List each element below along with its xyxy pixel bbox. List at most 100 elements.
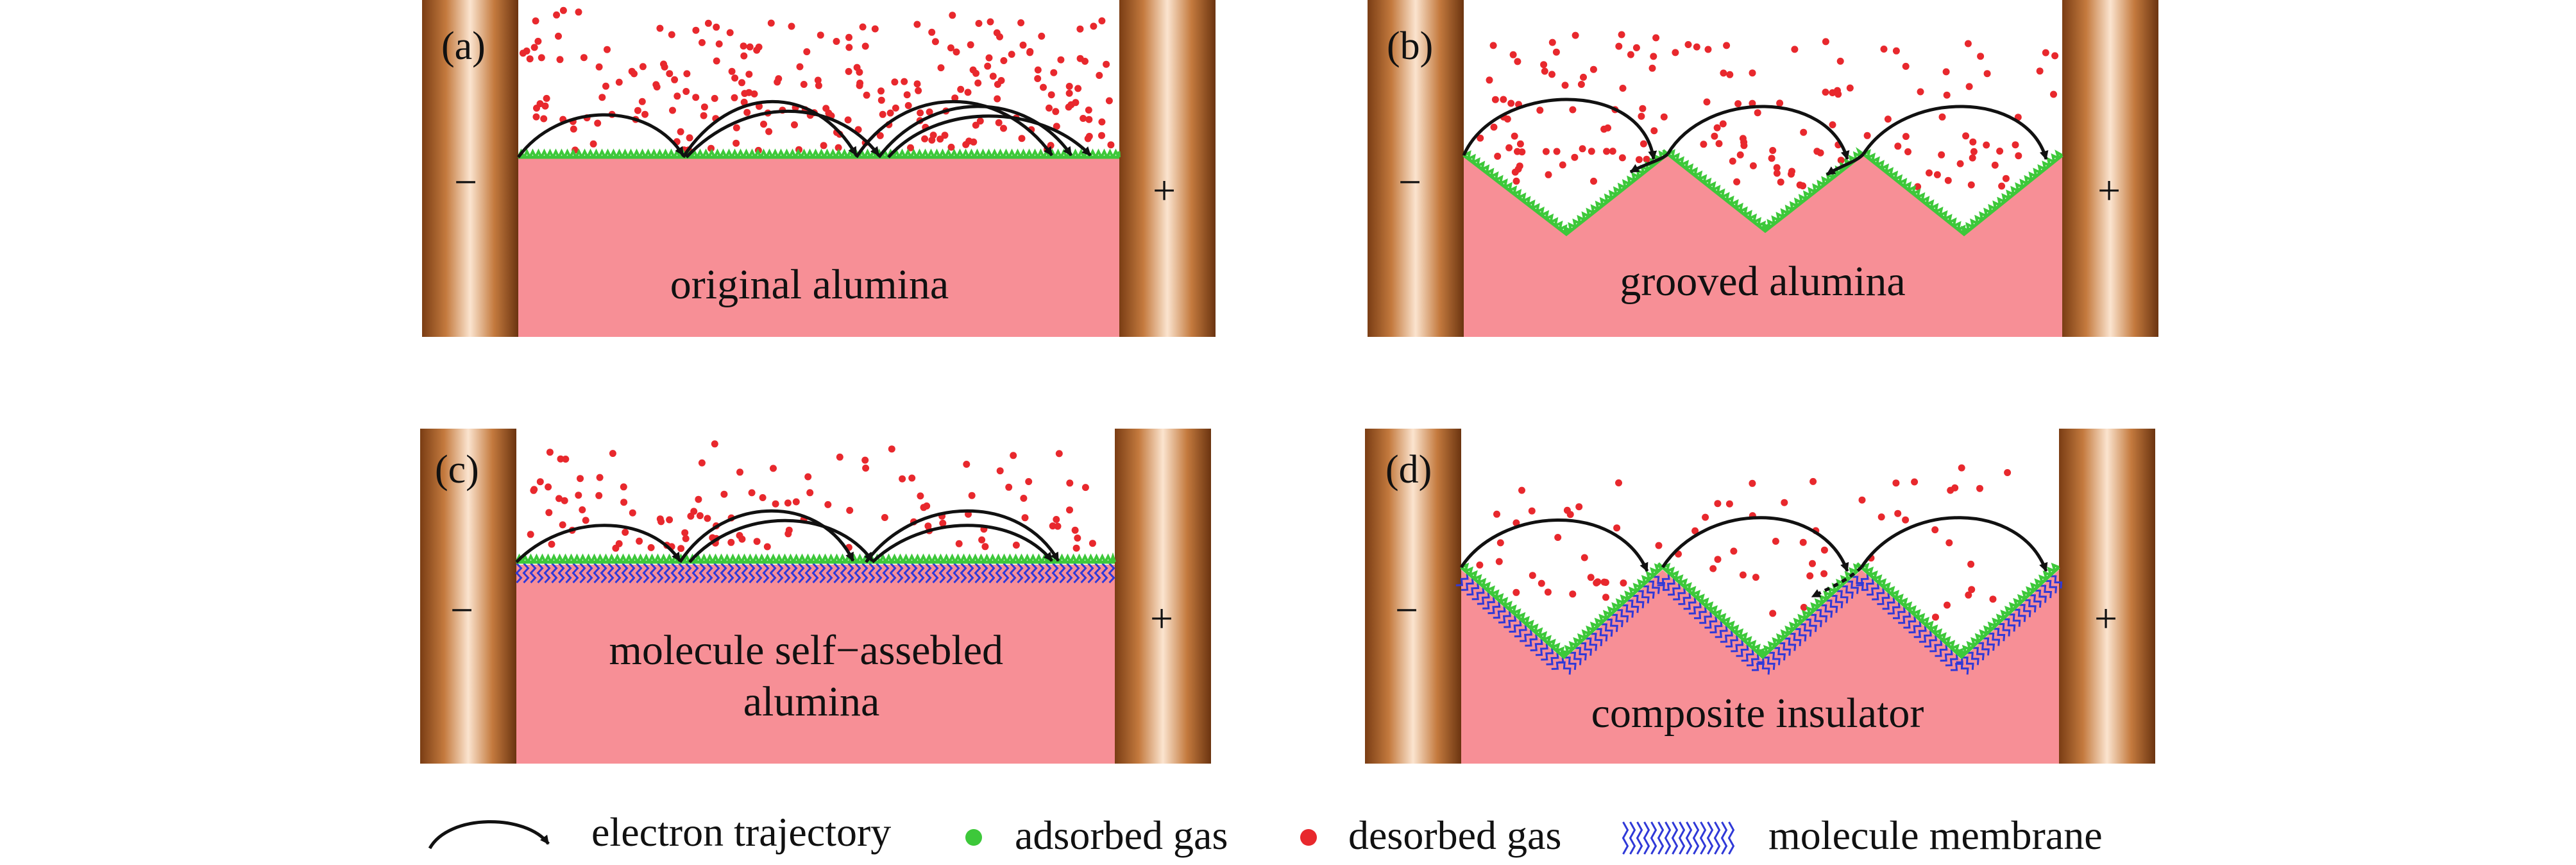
membrane-molecule xyxy=(776,562,784,584)
desorbed-gas-molecule xyxy=(936,135,944,143)
desorbed-gas-molecule xyxy=(720,490,728,498)
desorbed-gas-molecule xyxy=(726,29,734,37)
desorbed-gas-molecule xyxy=(791,121,798,128)
desorbed-gas-molecule xyxy=(995,119,1003,126)
desorbed-gas-molecule xyxy=(1835,90,1842,98)
desorbed-gas-legend-dot xyxy=(1300,829,1317,846)
desorbed-gas-molecule xyxy=(1904,148,1911,155)
membrane-molecule xyxy=(1945,653,1958,667)
desorbed-gas-molecule xyxy=(923,502,931,510)
desorbed-gas-molecule xyxy=(924,522,932,530)
desorbed-gas-molecule xyxy=(1968,586,1976,594)
desorbed-gas-molecule xyxy=(753,46,761,54)
desorbed-gas-molecule xyxy=(856,69,863,76)
membrane-molecule xyxy=(1600,623,1613,637)
desorbed-gas-molecule xyxy=(1958,464,1965,472)
desorbed-gas-molecule xyxy=(774,78,781,86)
desorbed-gas-molecule xyxy=(1730,547,1738,555)
desorbed-gas-molecule xyxy=(1965,83,1973,90)
alumina-insulator xyxy=(1461,570,2059,764)
desorbed-gas-molecule xyxy=(1076,25,1084,33)
desorbed-gas-molecule xyxy=(1725,500,1733,508)
membrane-molecule xyxy=(1892,605,1906,619)
desorbed-gas-molecule xyxy=(993,29,1001,37)
desorbed-gas-molecule xyxy=(845,67,852,75)
desorbed-gas-molecule xyxy=(602,82,609,90)
desorbed-gas-molecule xyxy=(1969,138,1977,146)
membrane-molecule xyxy=(889,562,897,584)
membrane-molecule xyxy=(1030,562,1038,584)
desorbed-gas-molecule xyxy=(1074,85,1082,92)
desorbed-gas-molecule xyxy=(1572,31,1579,39)
membrane-molecule xyxy=(1767,651,1781,665)
desorbed-gas-molecule xyxy=(698,459,706,467)
desorbed-gas-molecule xyxy=(545,483,552,491)
right-electrode xyxy=(2059,429,2155,764)
desorbed-gas-molecule xyxy=(1733,178,1741,185)
panel-caption: composite insulator xyxy=(1591,690,1924,737)
membrane-molecule xyxy=(2023,599,2037,613)
desorbed-gas-molecule xyxy=(532,17,539,25)
desorbed-gas-molecule xyxy=(1053,516,1060,523)
panel-label: (c) xyxy=(435,448,479,492)
desorbed-gas-molecule xyxy=(548,540,555,548)
desorbed-gas-molecule xyxy=(804,473,812,481)
desorbed-gas-molecule xyxy=(1619,85,1627,92)
desorbed-gas-molecule xyxy=(1046,104,1053,112)
desorbed-gas-molecule xyxy=(1672,49,1679,56)
desorbed-gas-molecule xyxy=(1965,591,1972,599)
desorbed-gas-molecule xyxy=(861,42,869,50)
desorbed-gas-molecule xyxy=(1829,89,1836,96)
desorbed-gas-molecule xyxy=(1495,558,1503,565)
desorbed-gas-molecule xyxy=(704,515,711,522)
desorbed-gas-molecule xyxy=(743,108,751,116)
desorbed-gas-molecule xyxy=(1902,516,1910,524)
panel-label: (d) xyxy=(1385,448,1432,492)
membrane-molecule xyxy=(896,562,904,584)
membrane-molecule xyxy=(1706,821,1714,855)
membrane-molecule xyxy=(691,562,699,584)
desorbed-gas-molecule xyxy=(666,516,674,524)
desorbed-gas-molecule xyxy=(686,134,693,142)
membrane-molecule xyxy=(734,562,741,584)
desorbed-gas-molecule xyxy=(1627,51,1634,58)
desorbed-gas-molecule xyxy=(1714,556,1722,563)
membrane-molecule xyxy=(1573,647,1587,661)
desorbed-gas-cloud xyxy=(1476,464,2012,621)
desorbed-gas-molecule xyxy=(660,60,667,68)
desorbed-gas-molecule xyxy=(556,56,564,64)
membrane-molecule xyxy=(1835,590,1849,604)
desorbed-gas-molecule xyxy=(750,90,758,98)
desorbed-gas-molecule xyxy=(1021,514,1029,522)
membrane-molecule xyxy=(1981,637,1996,651)
electron-trajectory-legend-icon xyxy=(428,820,550,850)
desorbed-gas-molecule xyxy=(845,33,852,41)
membrane-molecule xyxy=(1825,599,1838,613)
positive-sign: + xyxy=(1153,167,1176,213)
desorbed-gas-molecule xyxy=(981,543,989,551)
desorbed-gas-molecule xyxy=(845,44,853,51)
desorbed-gas-molecule xyxy=(555,32,562,40)
positive-sign: + xyxy=(2097,167,2121,213)
left-electrode xyxy=(1368,0,1464,337)
desorbed-gas-molecule xyxy=(1019,41,1027,49)
desorbed-gas-molecule xyxy=(1781,499,1788,506)
membrane-molecule xyxy=(1650,821,1657,855)
membrane-molecule xyxy=(1605,618,1618,632)
desorbed-gas-molecule xyxy=(727,538,735,546)
membrane-molecule xyxy=(1725,634,1738,647)
desorbed-gas-molecule xyxy=(1513,588,1520,596)
membrane-molecule xyxy=(1935,643,1948,657)
desorbed-gas-molecule xyxy=(582,517,589,524)
desorbed-gas-molecule xyxy=(1652,34,1660,42)
desorbed-gas-molecule xyxy=(1500,96,1507,103)
desorbed-gas-molecule xyxy=(728,67,736,75)
desorbed-gas-molecule xyxy=(753,538,761,545)
alumina-insulator xyxy=(518,157,1119,337)
desorbed-gas-molecule xyxy=(1800,604,1808,611)
desorbed-gas-molecule xyxy=(1944,176,1952,184)
membrane-molecule xyxy=(1976,642,1990,656)
membrane-molecule xyxy=(1455,572,1469,587)
membrane-molecule xyxy=(586,562,593,584)
desorbed-gas-molecule xyxy=(1494,153,1502,160)
